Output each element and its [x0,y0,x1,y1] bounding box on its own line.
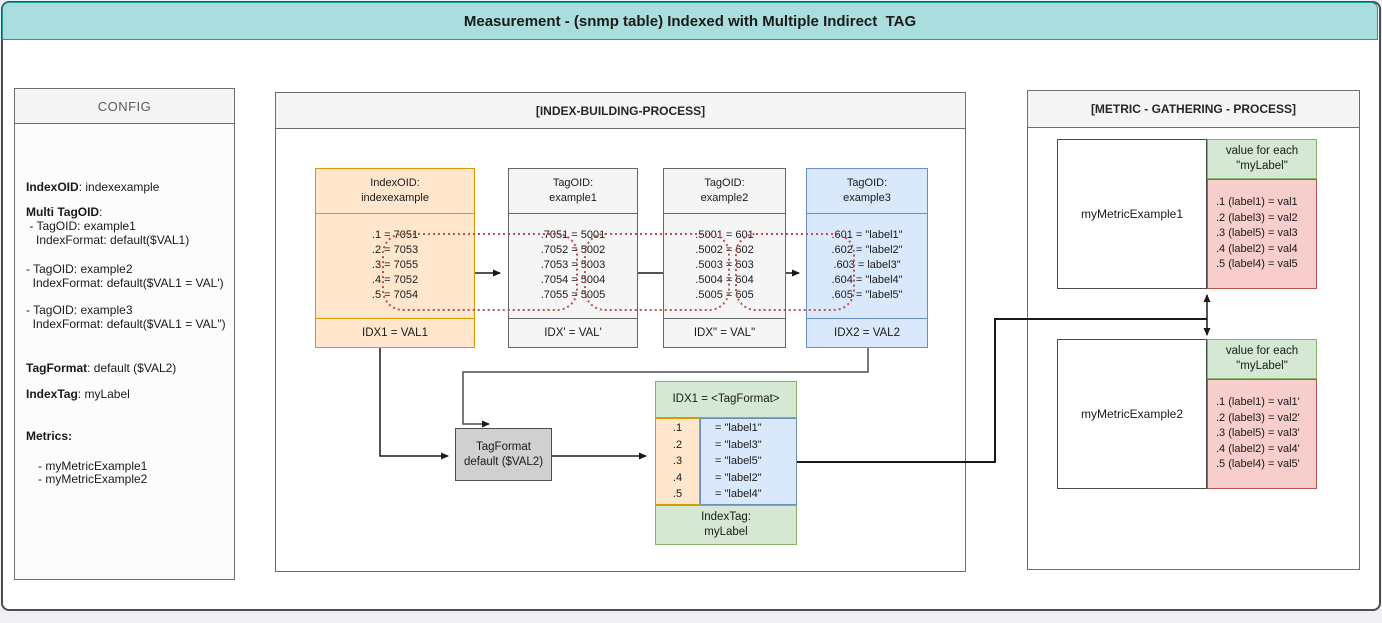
oid-row: .7052 = 5002 [540,244,606,257]
config-tagoid1-line1: - TagOID: example1 [26,219,136,233]
tagoid3-box-footer: IDX2 = VAL2 [834,327,900,340]
metric-value-row: .2 (label3) = val2' [1216,411,1300,424]
config-multitagoid-line: Multi TagOID: [26,205,103,219]
mapping-table-value-column: = "label1" = "label3" = "label5" = "labe… [700,418,797,505]
oid-row: .2 = 7053 [371,244,419,257]
tagoid1-box-rows: .7051 = 5001 .7052 = 5002 .7053 = 5003 .… [509,214,637,320]
config-title: CONFIG [97,98,152,114]
metric-value-row: .3 (label5) = val3 [1216,227,1298,240]
oid-row: .605 = "label5" [831,289,903,302]
map-index: .5 [672,488,683,501]
map-value: = "label5" [715,455,762,468]
oid-row: .602 = "label2" [831,244,903,257]
oid-row: .7055 = 5005 [540,289,606,302]
metric-value-row: .5 (label4) = val5 [1216,258,1298,271]
indexoid-box-title: IndexOID:indexexample [316,169,474,214]
oid-row: .5002 = 602 [695,244,754,257]
page-title: Measurement - (snmp table) Indexed with … [463,12,917,30]
mapping-table-header: IDX1 = <TagFormat> [655,381,797,418]
index-building-header: [INDEX-BUILDING-PROCESS] [276,93,965,129]
tagoid-example1-box: TagOID:example1 .7051 = 5001 .7052 = 500… [508,168,638,348]
metric-gathering-header: [METRIC - GATHERING - PROCESS] [1028,91,1359,128]
metric2-values: .1 (label1) = val1' .2 (label3) = val2' … [1207,379,1317,489]
config-indextag-line: IndexTag: myLabel [26,387,130,401]
oid-row: .7053 = 5003 [540,259,606,272]
config-tagformat-line: TagFormat: default ($VAL2) [26,361,177,375]
metric-value-row: .4 (label2) = val4' [1216,442,1300,455]
config-tagoid3-line1: - TagOID: example3 [26,303,133,317]
metric-value-row: .1 (label1) = val1' [1216,396,1300,409]
map-value: = "label4" [715,488,762,501]
config-tagoid3-line2: IndexFormat: default($VAL1 = VAL") [26,317,226,331]
oid-row: .5 = 7054 [371,289,419,302]
indexoid-box: IndexOID:indexexample .1 = 7051 .2 = 705… [315,168,475,348]
config-tagoid1-line2: IndexFormat: default($VAL1) [26,233,190,247]
config-panel: CONFIG IndexOID: indexexample Multi TagO… [14,88,235,580]
oid-row: .5005 = 605 [695,289,754,302]
tagformat-box: TagFormat default ($VAL2) [455,428,552,481]
tagoid-example2-box: TagOID:example2 .5001 = 601 .5002 = 602 … [663,168,786,348]
tagoid2-box-title: TagOID:example2 [664,169,785,214]
indexoid-box-footer: IDX1 = VAL1 [362,327,428,340]
config-metric-item: - myMetricExample1 [38,459,148,473]
map-index: .4 [672,471,683,484]
config-tagoid2-line2: IndexFormat: default($VAL1 = VAL') [26,276,224,290]
metric2-box: myMetricExample2 [1057,339,1207,489]
oid-row: .7054 = 5004 [540,274,606,287]
metric-value-row: .1 (label1) = val1 [1216,196,1298,209]
oid-row: .1 = 7051 [371,229,419,242]
mapping-table-footer: IndexTag: myLabel [655,505,797,545]
mapping-table-index-column: .1 .2 .3 .4 .5 [655,418,700,505]
config-metrics-label: Metrics: [26,429,73,443]
tagoid1-box-title: TagOID:example1 [509,169,637,214]
oid-row: .601 = "label1" [831,229,903,242]
indexoid-box-rows: .1 = 7051 .2 = 7053 .3 = 7055 .4 = 7052 … [316,214,474,320]
oid-row: .603 = label3" [833,259,901,272]
title-bar: Measurement - (snmp table) Indexed with … [2,2,1378,40]
metric1-box: myMetricExample1 [1057,139,1207,289]
oid-row: .5004 = 604 [695,274,754,287]
metric-value-row: .4 (label2) = val4 [1216,242,1298,255]
tagoid-example3-box: TagOID:example3 .601 = "label1" .602 = "… [806,168,928,348]
metric-value-row: .2 (label3) = val2 [1216,211,1298,224]
map-index: .3 [672,455,683,468]
tagoid2-box-rows: .5001 = 601 .5002 = 602 .5003 = 603 .500… [664,214,785,320]
config-tagoid2-line1: - TagOID: example2 [26,262,133,276]
config-metric-item: - myMetricExample2 [38,472,148,486]
metric1-value-header: value for each "myLabel" [1207,139,1317,179]
metric-value-row: .5 (label4) = val5' [1216,458,1300,471]
tagoid3-box-title: TagOID:example3 [807,169,927,214]
metric-value-row: .3 (label5) = val3' [1216,427,1300,440]
map-index: .1 [672,422,683,435]
oid-row: .604 = "label4" [831,274,903,287]
oid-row: .7051 = 5001 [540,229,606,242]
map-index: .2 [672,438,683,451]
oid-row: .4 = 7052 [371,274,419,287]
oid-row: .3 = 7055 [371,259,419,272]
map-value: = "label3" [715,438,762,451]
oid-row: .5001 = 601 [695,229,754,242]
tagoid2-box-footer: IDX" = VAL" [693,327,756,340]
config-panel-header: CONFIG [15,89,234,124]
map-value: = "label2" [715,471,762,484]
tagoid3-box-rows: .601 = "label1" .602 = "label2" .603 = l… [807,214,927,320]
config-indexoid-line: IndexOID: indexexample [26,180,160,194]
metric1-values: .1 (label1) = val1 .2 (label3) = val2 .3… [1207,179,1317,289]
oid-row: .5003 = 603 [695,259,754,272]
metric2-value-header: value for each "myLabel" [1207,339,1317,379]
tagoid1-box-footer: IDX' = VAL' [544,327,602,340]
map-value: = "label1" [715,422,762,435]
